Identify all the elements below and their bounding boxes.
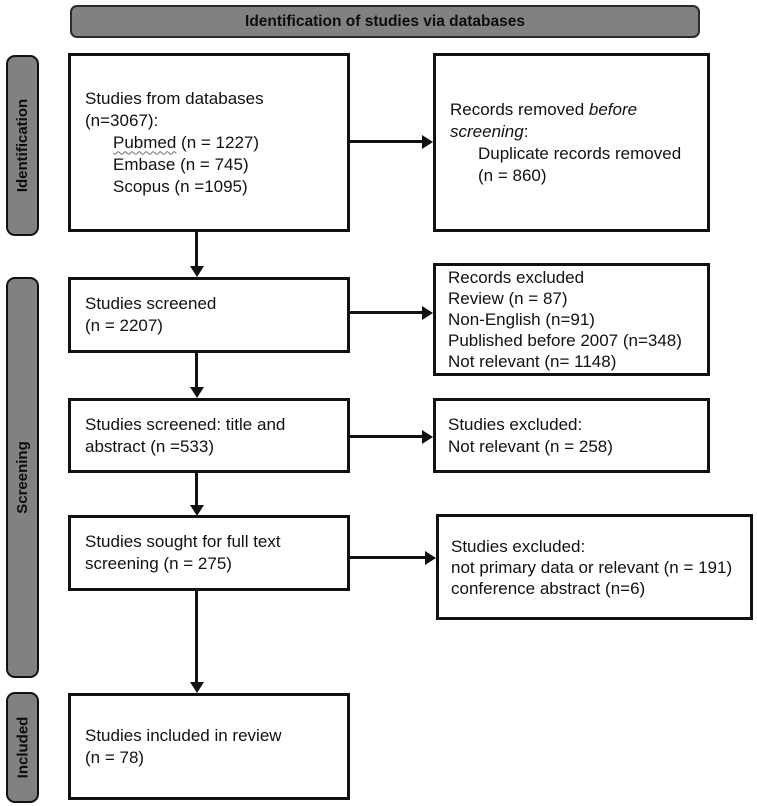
arrow-right-icon: [422, 134, 433, 149]
connector-line-v2: [195, 351, 198, 387]
pubmed-count: (n = 1227): [176, 132, 260, 152]
stage-bar-identification: Identification: [6, 55, 39, 236]
box-excluded-full-text: Studies excluded: not primary data or re…: [436, 514, 753, 620]
stage-label-included: Included: [14, 716, 32, 779]
arrow-right-icon: [425, 550, 436, 565]
removed-line2: screening:: [450, 121, 701, 143]
records-excluded-line5: Not relevant (n= 1148): [448, 352, 617, 371]
screened-line1: Studies screened: [85, 294, 217, 313]
stage-bar-screening: Screening: [6, 277, 39, 678]
excluded-full-text-line1: Studies excluded:: [451, 536, 586, 556]
excluded-not-relevant-line2: Not relevant (n = 258): [448, 436, 613, 456]
connector-line-h1: [347, 140, 422, 143]
connector-line-h4: [347, 556, 425, 559]
connector-line-v1: [195, 231, 198, 266]
screened-line2: (n = 2207): [85, 316, 163, 335]
title-abstract-line2: abstract (n =533): [85, 436, 214, 456]
connector-line-v3: [195, 471, 198, 505]
box-studies-included: Studies included in review (n = 78): [68, 693, 350, 800]
arrow-down-icon: [189, 266, 204, 277]
included-line1: Studies included in review: [85, 725, 282, 745]
full-text-line1: Studies sought for full text: [85, 532, 281, 551]
removed-detail2: (n = 860): [478, 165, 547, 185]
records-excluded-line2: Review (n = 87): [448, 289, 568, 308]
pubmed-word: Pubmed: [113, 132, 177, 152]
box-studies-screened: Studies screened (n = 2207): [68, 277, 350, 353]
excluded-full-text-line2: not primary data or relevant (n = 191): [451, 557, 733, 577]
databases-embase: Embase (n = 745): [113, 154, 249, 174]
databases-title: Studies from databases (n=3067):: [85, 88, 264, 130]
databases-scopus: Scopus (n =1095): [113, 176, 248, 196]
box-full-text-sought: Studies sought for full text screening (…: [68, 515, 350, 591]
arrow-down-icon: [189, 387, 204, 398]
diagram-header: Identification of studies via databases: [70, 5, 700, 38]
stage-label-screening: Screening: [14, 441, 31, 514]
arrow-right-icon: [422, 305, 433, 320]
connector-line-h2: [347, 311, 422, 314]
connector-line-h3: [347, 435, 422, 438]
records-excluded-line4: Published before 2007 (n=348): [448, 331, 682, 350]
removed-detail1: Duplicate records removed: [478, 143, 682, 163]
excluded-full-text-line3: conference abstract (n=6): [451, 578, 646, 598]
box-records-excluded: Records excluded Review (n = 87) Non-Eng…: [433, 263, 710, 376]
records-excluded-line1: Records excluded: [448, 268, 585, 287]
stage-label-identification: Identification: [14, 98, 31, 193]
removed-line1-italic: before: [588, 99, 638, 119]
arrow-down-icon: [189, 505, 204, 516]
excluded-not-relevant-line1: Studies excluded:: [448, 414, 583, 434]
removed-line2-plain: :: [523, 121, 529, 141]
removed-line1: Records removed before: [450, 99, 701, 121]
databases-pubmed: Pubmed (n = 1227): [85, 132, 341, 154]
removed-line2-italic: screening: [450, 121, 524, 141]
arrow-right-icon: [422, 429, 433, 444]
removed-line1-plain: Records removed: [450, 99, 589, 119]
full-text-line2: screening (n = 275): [85, 554, 232, 573]
connector-line-v4: [195, 589, 198, 682]
title-abstract-line1: Studies screened: title and: [85, 414, 286, 434]
box-studies-from-databases: Studies from databases (n=3067): Pubmed …: [68, 53, 350, 232]
arrow-down-icon: [189, 682, 204, 693]
box-title-abstract-screened: Studies screened: title and abstract (n …: [68, 398, 350, 473]
included-line2: (n = 78): [85, 747, 145, 767]
box-records-removed: Records removed before screening: Duplic…: [433, 53, 710, 232]
diagram-title: Identification of studies via databases: [245, 12, 525, 30]
records-excluded-line3: Non-English (n=91): [448, 310, 595, 329]
stage-bar-included: Included: [6, 692, 39, 803]
box-excluded-not-relevant: Studies excluded: Not relevant (n = 258): [433, 398, 710, 473]
